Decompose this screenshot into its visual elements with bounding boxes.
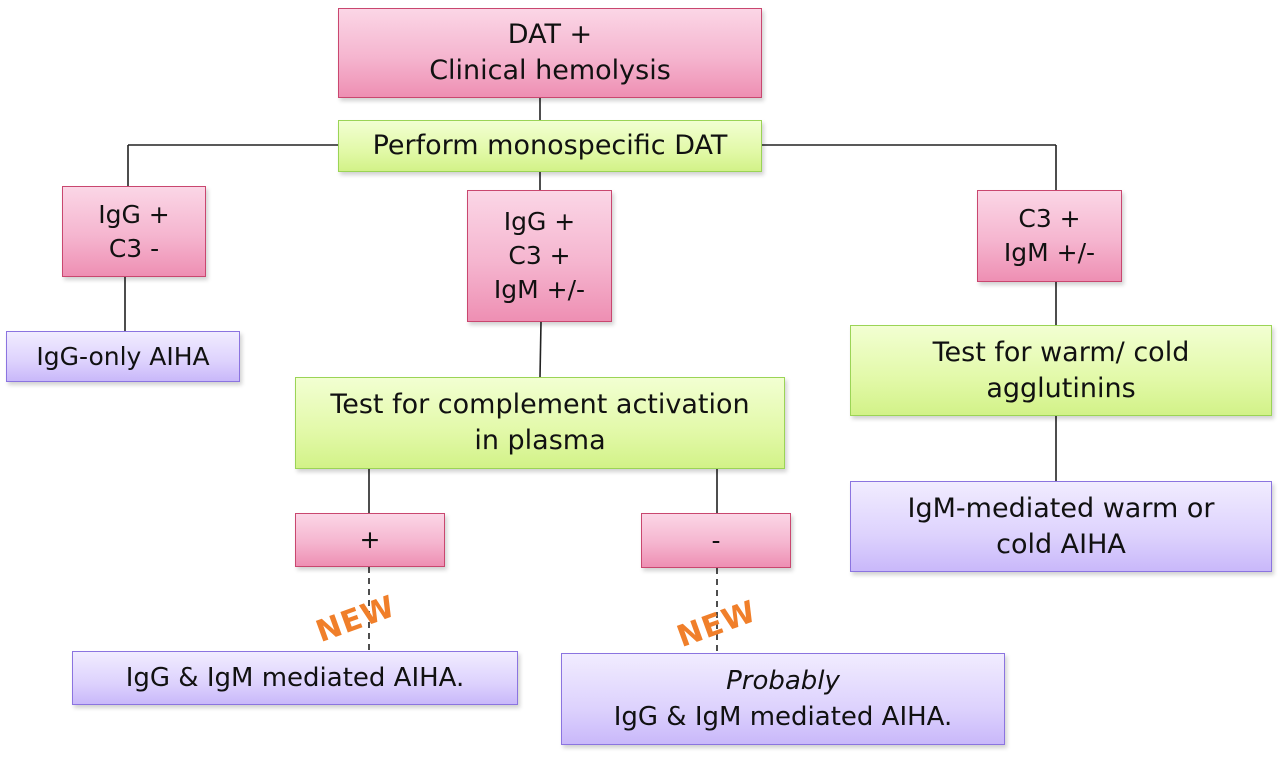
start-node: DAT + Clinical hemolysis bbox=[338, 8, 762, 98]
complement-activation-test-node: Test for complement activation in plasma bbox=[295, 377, 785, 469]
igg-only-line-1: IgG + bbox=[98, 199, 170, 229]
monospecific-label: Perform monospecific DAT bbox=[372, 130, 728, 161]
igg-only-aiha-node: IgG-only AIHA bbox=[6, 331, 240, 382]
igg-only-line-2: C3 - bbox=[108, 233, 160, 263]
probable-igg-igm-label: IgG & IgM mediated AIHA. bbox=[613, 702, 953, 732]
complement-line-1: Test for complement activation bbox=[330, 389, 750, 420]
agglutinin-line-2: agglutinins bbox=[986, 372, 1136, 404]
igg-c3-igm-node: IgG + C3 + IgM +/- bbox=[467, 190, 612, 322]
complement-positive-node: + bbox=[295, 513, 445, 567]
probably-qualifier: Probably bbox=[726, 666, 840, 696]
agglutinin-line-1: Test for warm/ cold bbox=[932, 336, 1190, 368]
negative-label: - bbox=[711, 525, 721, 555]
igg-c3-line-3: IgM +/- bbox=[493, 275, 586, 304]
complement-line-2: in plasma bbox=[474, 425, 606, 456]
probable-igg-igm-aiha-node: Probably IgG & IgM mediated AIHA. bbox=[561, 653, 1005, 745]
igm-mediated-aiha-node: IgM-mediated warm or cold AIHA bbox=[850, 481, 1272, 572]
igg-positive-c3-negative-node: IgG + C3 - bbox=[62, 186, 206, 277]
complement-negative-node: - bbox=[641, 513, 791, 568]
connector-igg-c3-to-complement bbox=[539, 321, 542, 378]
igg-igm-aiha-node: IgG & IgM mediated AIHA. bbox=[72, 651, 518, 705]
agglutinin-test-node: Test for warm/ cold agglutinins bbox=[850, 325, 1272, 416]
positive-label: + bbox=[359, 525, 381, 554]
igg-igm-aiha-label: IgG & IgM mediated AIHA. bbox=[125, 663, 465, 693]
igg-c3-line-1: IgG + bbox=[503, 207, 576, 236]
start-line-2: Clinical hemolysis bbox=[429, 55, 671, 86]
start-line-1: DAT + bbox=[507, 19, 593, 50]
c3-igm-node: C3 + IgM +/- bbox=[977, 190, 1122, 282]
c3-igm-line-1: C3 + bbox=[1018, 204, 1081, 233]
igg-c3-line-2: C3 + bbox=[508, 241, 571, 270]
igm-mediated-line-1: IgM-mediated warm or bbox=[907, 492, 1215, 524]
c3-igm-line-2: IgM +/- bbox=[1003, 238, 1096, 267]
igm-mediated-line-2: cold AIHA bbox=[996, 528, 1126, 560]
monospecific-dat-node: Perform monospecific DAT bbox=[338, 120, 762, 172]
igg-only-aiha-label: IgG-only AIHA bbox=[36, 341, 210, 371]
